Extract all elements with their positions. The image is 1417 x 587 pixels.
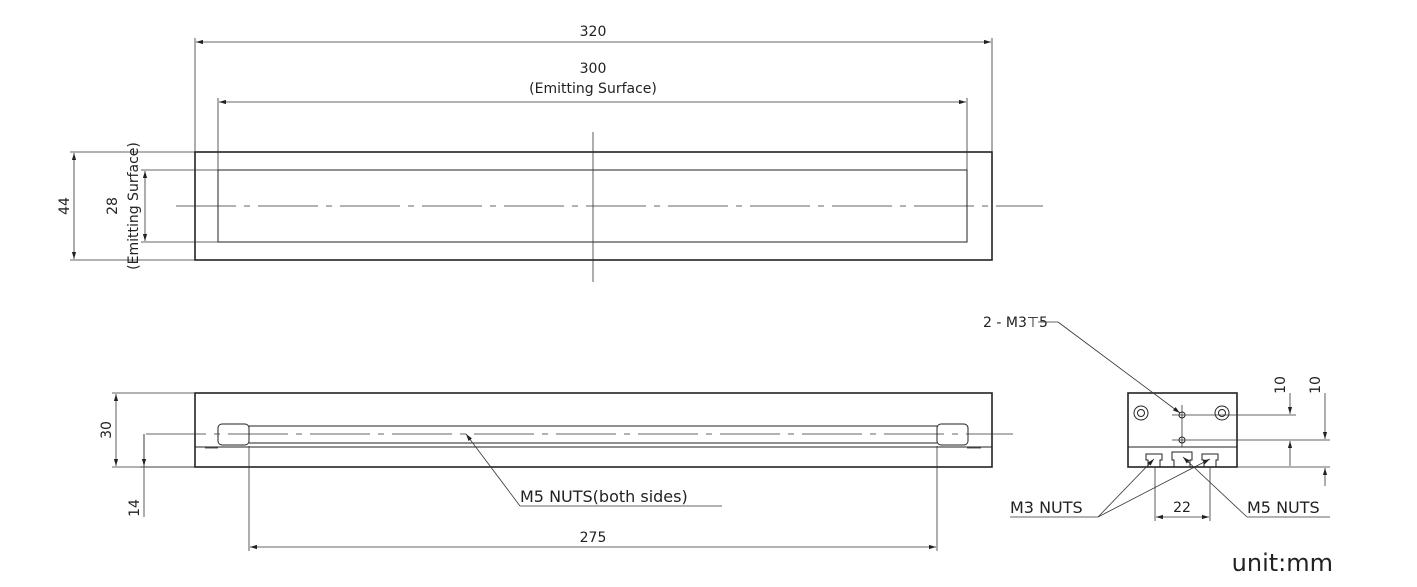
dim-28-note: (Emitting Surface) (126, 142, 142, 270)
m3-nuts-label: M3 NUTS (1010, 498, 1083, 517)
dim-14-text: 14 (127, 499, 143, 517)
dim-10a-text: 10 (1273, 376, 1289, 394)
m5-nuts-both-sides-callout: M5 NUTS(both sides) (520, 487, 688, 506)
dim-300-text: 300 (580, 61, 607, 77)
front-view: 30 14 275 M5 NUTS(both sides) (99, 392, 1013, 551)
side-m5-slot-center (1171, 451, 1193, 467)
dim-22-text: 22 (1173, 500, 1191, 516)
side-hole-right (1214, 405, 1230, 421)
front-body-outline (194, 392, 993, 468)
dim-30-text: 30 (99, 421, 115, 439)
dim-28-text: 28 (105, 197, 121, 215)
front-nut-left (217, 423, 250, 446)
front-nut-right (936, 423, 969, 446)
dim-44-text: 44 (57, 197, 73, 215)
side-view: 2 - M3⊤5 10 10 22 M3 NUTS M5 NUTS (983, 315, 1330, 521)
dim-10b-text: 10 (1308, 376, 1324, 394)
side-hole-left (1133, 405, 1149, 421)
top-view: 320 300 (Emitting Surface) 44 28 (Emitti… (57, 24, 1043, 282)
unit-label: unit:mm (1232, 549, 1333, 577)
dim-300-note: (Emitting Surface) (529, 81, 657, 97)
dim-275-text: 275 (580, 530, 607, 546)
dim-320-text: 320 (580, 24, 607, 40)
side-body-outline (1127, 392, 1238, 468)
m5-nuts-label: M5 NUTS (1247, 498, 1320, 517)
side-m3-slot-right (1201, 453, 1219, 467)
thread-callout: 2 - M3⊤5 (983, 315, 1048, 331)
